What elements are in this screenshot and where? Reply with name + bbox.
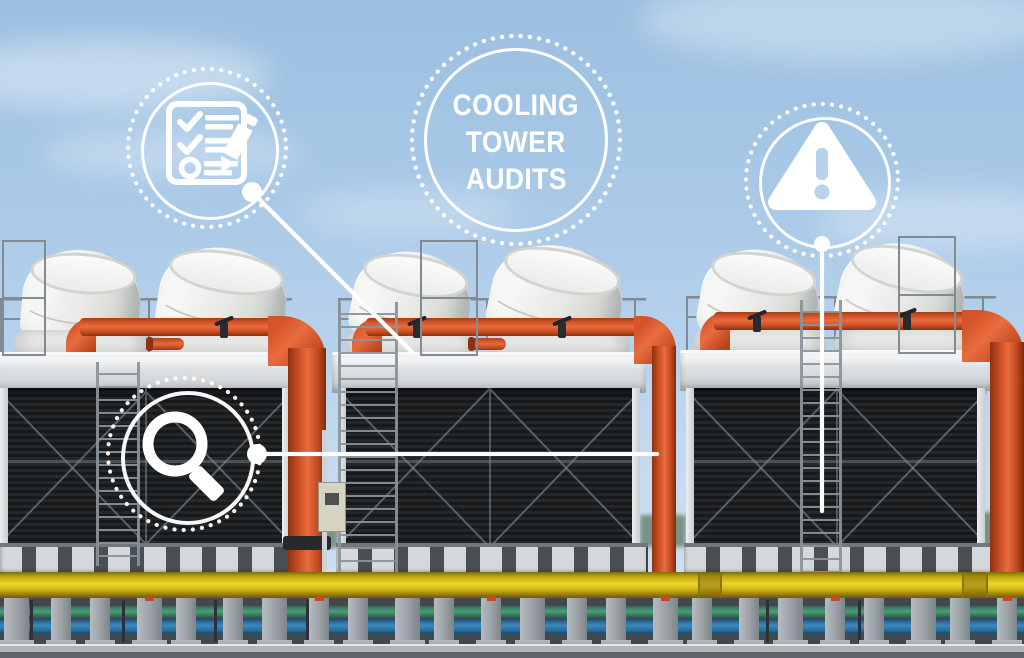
support-rod: [858, 600, 861, 642]
concrete-pillar: [773, 598, 808, 650]
magnifier-circle: [121, 391, 255, 525]
magnifier-icon: [142, 411, 224, 501]
concrete-pillar: [218, 598, 248, 650]
concrete-pillar: [429, 598, 459, 650]
title-dotted-ring: [409, 33, 623, 247]
tower1-header-pipe: [80, 318, 280, 336]
support-rod: [766, 600, 769, 642]
concrete-pillar: [992, 595, 1022, 650]
pillar-row: [0, 595, 1024, 650]
scaffold-frame: [2, 240, 46, 356]
riser-pipe-2: [652, 346, 676, 578]
fill-panel: [489, 388, 642, 545]
support-rod: [30, 600, 33, 642]
cloud: [640, 0, 1024, 60]
riser-pipe-3: [990, 342, 1024, 575]
warning-dotted-ring: [743, 101, 901, 259]
concrete-pillar: [515, 598, 550, 650]
concrete-pillar: [820, 595, 850, 650]
control-box-slot: [325, 493, 339, 505]
checklist-circle: [141, 82, 279, 220]
support-rod: [214, 600, 217, 642]
scaffold-frame: [420, 240, 478, 356]
connector-line-warning: [820, 243, 824, 513]
concrete-pillar: [906, 598, 941, 650]
pipe-valve: [558, 322, 566, 338]
tower2-header-pipe: [366, 318, 644, 336]
pipe-valve: [413, 322, 421, 338]
concrete-pillar: [859, 598, 889, 650]
checklist-pencil-icon: [166, 101, 258, 185]
concrete-pillar: [476, 595, 506, 650]
pipe-coupling: [962, 572, 988, 598]
corner-post: [686, 388, 694, 545]
support-rod: [306, 600, 309, 642]
magnifier-dotted-ring: [105, 375, 263, 533]
warning-circle: [759, 117, 891, 249]
warning-triangle-icon: [768, 122, 876, 210]
concrete-pillar: [0, 598, 34, 650]
pipe-valve: [220, 322, 228, 338]
corner-post: [0, 388, 8, 545]
conduit-pole: [322, 430, 327, 642]
pencil-glyph: [221, 112, 258, 173]
riser-valve: [283, 536, 331, 550]
concrete-pillar: [687, 598, 717, 650]
pipe-valve: [753, 316, 761, 332]
concrete-pillar: [304, 595, 334, 650]
caged-ladder: [338, 302, 398, 572]
corner-post: [632, 388, 640, 545]
scaffold-frame: [898, 236, 956, 354]
concrete-pillar: [390, 598, 425, 650]
support-rod: [122, 600, 125, 642]
concrete-pillar: [945, 598, 975, 650]
title-line-1: COOLING: [452, 88, 580, 122]
concrete-pillar: [601, 598, 631, 650]
fill-panel: [836, 388, 987, 545]
corner-post: [977, 388, 985, 545]
yellow-pipeline: [0, 572, 1024, 598]
concrete-pillar: [257, 598, 292, 650]
concrete-pillar: [648, 595, 683, 650]
concrete-pillar: [132, 595, 167, 650]
title-line-2: TOWER: [466, 125, 566, 159]
pipe-coupling: [698, 572, 722, 598]
title-line-3: AUDITS: [465, 162, 567, 196]
control-box: [318, 482, 346, 532]
checklist-dotted-ring: [125, 66, 289, 230]
concrete-pillar: [343, 598, 373, 650]
connector-line-magnifier: [257, 452, 659, 456]
tower1-support-slats: [0, 543, 292, 576]
pipe-stub: [146, 337, 184, 351]
concrete-pillar: [734, 598, 764, 650]
concrete-pillar: [46, 598, 76, 650]
concrete-pillar: [85, 598, 115, 650]
wall-brace: [338, 460, 640, 463]
ground: [0, 652, 1024, 658]
concrete-pillar: [171, 598, 201, 650]
title-circle: COOLING TOWER AUDITS: [424, 48, 608, 232]
concrete-pillar: [562, 598, 592, 650]
walkway-edge: [0, 644, 1024, 654]
corner-post: [282, 388, 290, 545]
